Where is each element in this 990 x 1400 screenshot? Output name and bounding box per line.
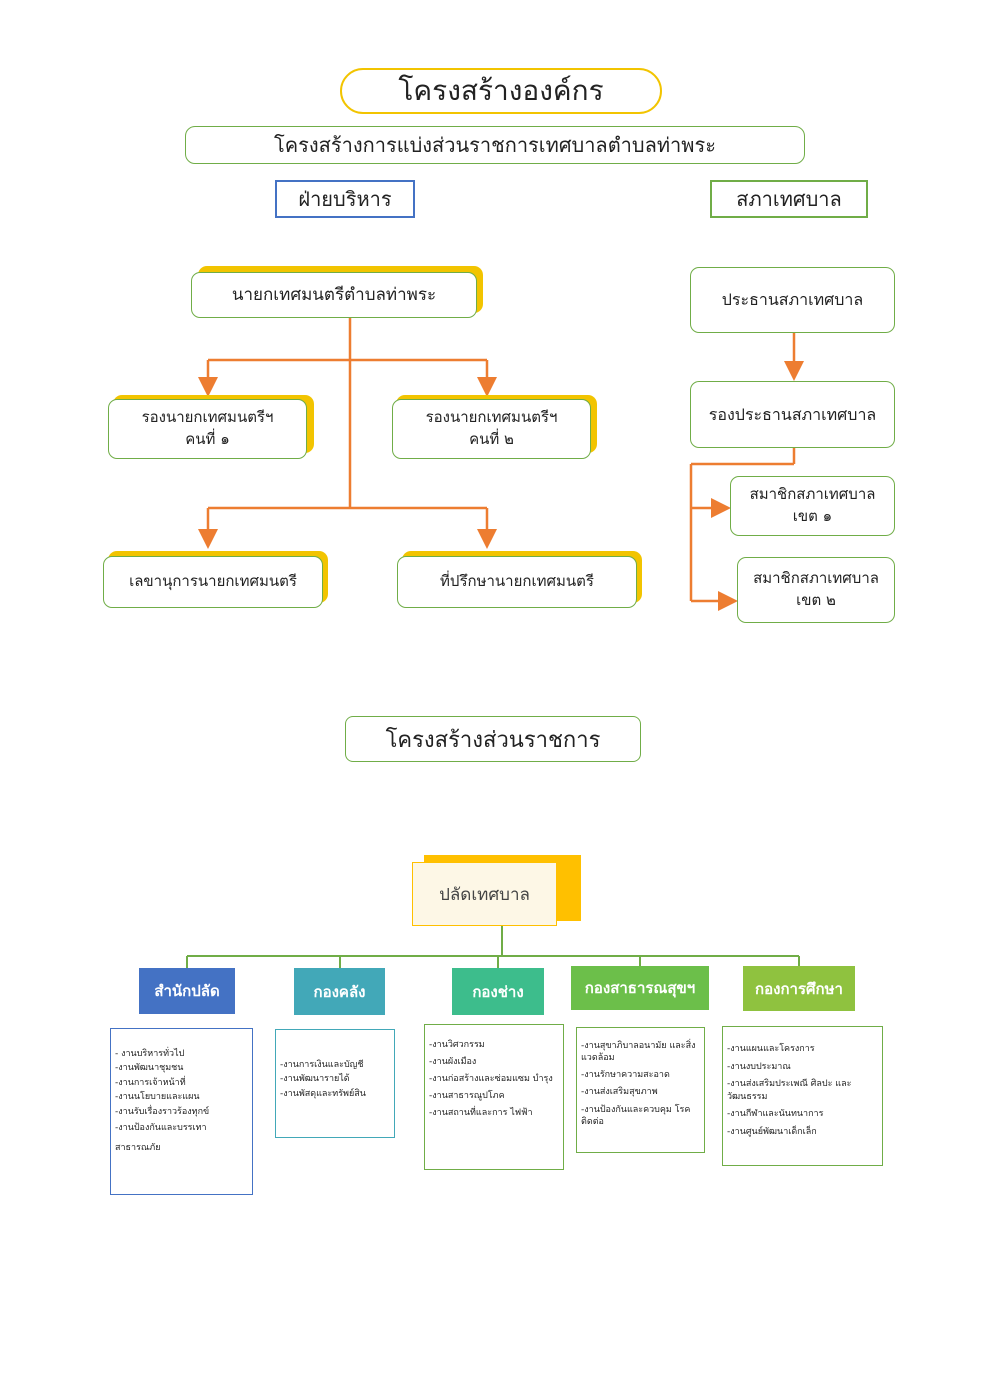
chief-node: ปลัดเทศบาล: [412, 862, 557, 926]
task-item: -งานการเงินและบัญชี: [280, 1060, 364, 1070]
unit-header-engineering: กองช่าง: [452, 968, 544, 1015]
unit-tasks-finance: -งานการเงินและบัญชี -งานพัฒนารายได้ -งาน…: [275, 1029, 395, 1138]
council-member1-title: สมาชิกสภาเทศบาล: [749, 485, 876, 504]
task-item: -งานกีฬาและนันทนาการ: [727, 1109, 824, 1120]
task-item: -งานพัฒนาชุมชน: [115, 1063, 184, 1074]
secretary-node: เลขานุการนายกเทศมนตรี: [103, 556, 323, 608]
task-item: -งานพัฒนารายได้: [280, 1074, 350, 1085]
chief-label: ปลัดเทศบาล: [439, 884, 530, 905]
government-structure-title: โครงสร้างส่วนราชการ: [345, 716, 641, 762]
council-group-label: สภาเทศบาล: [710, 180, 868, 218]
task-item: -งานส่งเสริมสุขภาพ: [581, 1087, 658, 1098]
task-item: -งานส่งเสริมประเพณี ศิลปะ และวัฒนธรรม: [727, 1079, 852, 1102]
deputy2-title: รองนายกเทศมนตรีฯ: [425, 408, 558, 427]
task-item: -งานรับเรื่องราวร้องทุกข์: [115, 1106, 210, 1117]
task-item: -งานวิศวกรรม: [429, 1040, 485, 1050]
mayor-label: นายกเทศมนตรีตำบลท่าพระ: [231, 284, 437, 305]
task-item: - งานบริหารทั่วไป: [115, 1049, 185, 1059]
council-member2-node: สมาชิกสภาเทศบาล เขต ๒: [737, 557, 895, 623]
page-title: โครงสร้างองค์กร: [340, 68, 662, 114]
deputy2-node: รองนายกเทศมนตรีฯ คนที่ ๒: [392, 399, 591, 459]
unit-tasks-health: -งานสุขาภิบาลอนามัย และสิ่งแวดล้อม -งานร…: [576, 1027, 705, 1153]
council-vice-president-label: รองประธานสภาเทศบาล: [708, 404, 877, 424]
unit-header-finance: กองคลัง: [294, 968, 385, 1015]
task-item: -งานพัสดุและทรัพย์สิน: [280, 1088, 366, 1099]
task-item: -งานป้องกันและควบคุม โรคติดต่อ: [581, 1104, 691, 1127]
task-item: -งานรักษาความสะอาด: [581, 1070, 670, 1081]
unit-tasks-engineering: -งานวิศวกรรม -งานผังเมือง -งานก่อสร้างแล…: [424, 1024, 564, 1170]
council-president-node: ประธานสภาเทศบาล: [690, 267, 895, 333]
task-item: -งานสุขาภิบาลอนามัย และสิ่งแวดล้อม: [581, 1041, 696, 1064]
task-item: -งานงบประมาณ: [727, 1061, 791, 1072]
unit-header-education: กองการศึกษา: [743, 966, 855, 1011]
task-item: -งานสาธารณูปโภค: [429, 1091, 505, 1102]
council-member2-title: สมาชิกสภาเทศบาล: [753, 569, 879, 588]
deputy1-number: คนที่ ๑: [185, 430, 230, 448]
mayor-node: นายกเทศมนตรีตำบลท่าพระ: [191, 272, 477, 318]
task-item: -งานแผนและโครงการ: [727, 1044, 815, 1054]
unit-tasks-office: - งานบริหารทั่วไป -งานพัฒนาชุมชน -งานการ…: [110, 1028, 253, 1195]
deputy2-number: คนที่ ๒: [469, 430, 514, 448]
task-item: -งานก่อสร้างและซ่อมแซม บำรุง: [429, 1074, 553, 1085]
task-item: -งานผังเมือง: [429, 1057, 477, 1068]
unit-header-office: สำนักปลัด: [139, 968, 235, 1014]
unit-header-health: กองสาธารณสุขฯ: [571, 966, 709, 1010]
task-item: -งานการเจ้าหน้าที่: [115, 1077, 186, 1088]
deputy1-node: รองนายกเทศมนตรีฯ คนที่ ๑: [108, 399, 307, 459]
council-member1-node: สมาชิกสภาเทศบาล เขต ๑: [730, 476, 895, 536]
secretary-label: เลขานุการนายกเทศมนตรี: [129, 572, 297, 591]
page-subtitle: โครงสร้างการแบ่งส่วนราชการเทศบาลตำบลท่าพ…: [185, 126, 805, 164]
council-vice-president-node: รองประธานสภาเทศบาล: [690, 381, 895, 448]
council-member2-zone: เขต ๒: [796, 591, 836, 609]
executive-group-label: ฝ่ายบริหาร: [275, 180, 415, 218]
council-member1-zone: เขต ๑: [792, 507, 833, 525]
advisor-label: ที่ปรึกษานายกเทศมนตรี: [440, 572, 594, 591]
unit-tasks-education: -งานแผนและโครงการ -งานงบประมาณ -งานส่งเส…: [722, 1026, 883, 1166]
task-item: -งานสถานที่และการ ไฟฟ้า: [429, 1108, 533, 1119]
task-item: -งานนโยบายและแผน: [115, 1092, 200, 1103]
task-item: -งานป้องกันและบรรเทา สาธารณภัย: [115, 1122, 207, 1153]
task-item: -งานศูนย์พัฒนาเด็กเล็ก: [727, 1126, 817, 1137]
advisor-node: ที่ปรึกษานายกเทศมนตรี: [397, 556, 637, 608]
deputy1-title: รองนายกเทศมนตรีฯ: [141, 408, 274, 427]
council-president-label: ประธานสภาเทศบาล: [721, 290, 864, 310]
